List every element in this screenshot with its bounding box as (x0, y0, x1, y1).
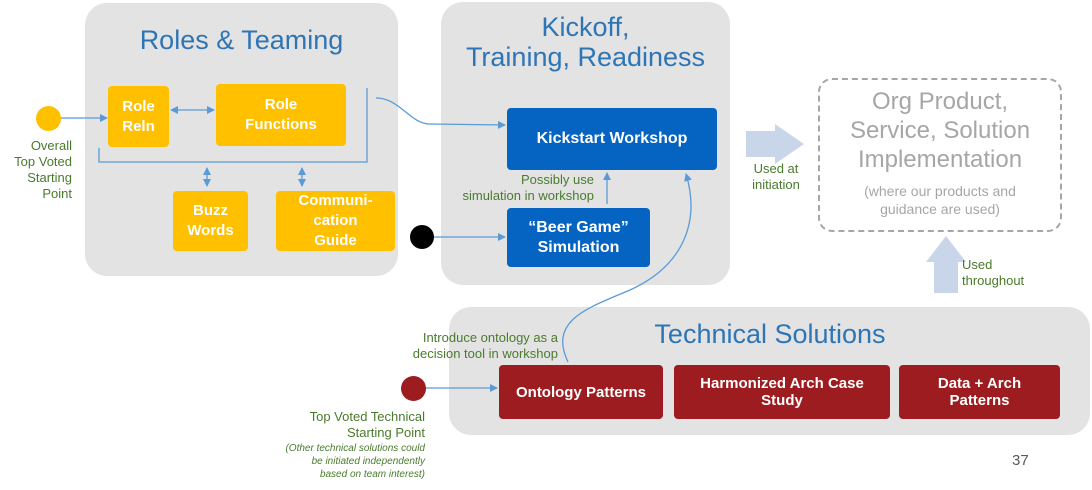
role-reln-line2: Reln (122, 117, 155, 135)
overall-line1: Overall (30, 138, 72, 153)
comm-guide-line3: Guide (314, 232, 357, 249)
role-functions-line1: Role (264, 96, 298, 113)
possibly-line1: Possibly use (521, 172, 594, 187)
big-arrow-up (926, 236, 966, 293)
communication-guide-box: Communi- cation Guide (276, 191, 395, 251)
data-arch-line1: Data + Arch (937, 375, 1022, 392)
overall-start-dot (36, 106, 61, 131)
used-initiation-note: Used at initiation (741, 161, 811, 193)
data-arch-line2: Patterns (949, 392, 1010, 409)
introduce-line2: decision tool in workshop (412, 346, 558, 361)
other-tech-note: (Other technical solutions could be init… (240, 442, 425, 481)
data-arch-patterns-box: Data + Arch Patterns (899, 365, 1060, 419)
used-initiation-line2: initiation (752, 177, 800, 192)
org-implementation-box: Org Product, Service, Solution Implement… (818, 78, 1062, 232)
top-tech-line2: Starting Point (346, 425, 425, 440)
kickoff-title-line1: Kickoff, (541, 12, 630, 42)
used-throughout-line2: throughout (962, 273, 1025, 288)
possibly-note: Possibly use simulation in workshop (446, 172, 594, 204)
beer-game-line1: “Beer Game” (528, 218, 629, 236)
top-tech-note: Top Voted Technical Starting Point (262, 409, 425, 441)
other-tech-line2: be initiated independently (311, 456, 425, 467)
overall-line2: Top Voted (14, 154, 72, 169)
kickoff-title-line2: Training, Readiness (465, 42, 706, 72)
role-reln-box: Role Reln (108, 86, 169, 147)
org-sub1: (where our products and (864, 183, 1016, 199)
kickstart-workshop-box: Kickstart Workshop (507, 108, 717, 170)
introduce-ontology-note: Introduce ontology as a decision tool in… (392, 330, 558, 362)
connector-ontology-to-kickstart (562, 173, 692, 363)
org-sub2: guidance are used) (880, 201, 1000, 217)
connector-roles-bracket (98, 88, 368, 163)
org-line1: Org Product, (871, 88, 1009, 115)
overall-line4: Point (42, 186, 72, 201)
possibly-line2: simulation in workshop (462, 188, 594, 203)
big-arrow-right (746, 124, 804, 164)
harmonized-line2: Study (761, 392, 803, 409)
technical-solutions-title: Technical Solutions (654, 319, 886, 349)
page-number: 37 (1012, 452, 1029, 469)
connector-roles-to-kickstart (375, 97, 506, 129)
used-throughout-note: Used throughout (962, 257, 1042, 289)
other-tech-line1: (Other technical solutions could (285, 443, 425, 454)
buzz-words-line2: Words (187, 222, 234, 239)
harmonized-arch-box: Harmonized Arch Case Study (674, 365, 890, 419)
comm-guide-line2: cation (313, 212, 358, 229)
introduce-line1: Introduce ontology as a (422, 330, 558, 345)
kickoff-title: Kickoff, Training, Readiness (441, 12, 730, 72)
beer-game-start-dot (410, 225, 434, 249)
role-reln-line1: Role (122, 97, 155, 115)
comm-guide-line1: Communi- (298, 192, 373, 209)
buzz-words-box: Buzz Words (173, 191, 248, 251)
overall-start-note: Overall Top Voted Starting Point (2, 138, 72, 202)
beer-game-box: “Beer Game” Simulation (507, 208, 650, 267)
org-line3: Implementation (857, 146, 1023, 173)
harmonized-line1: Harmonized Arch Case (700, 375, 864, 392)
role-functions-box: Role Functions (216, 84, 346, 146)
used-throughout-line1: Used (962, 257, 993, 272)
kickstart-workshop-label: Kickstart Workshop (536, 130, 688, 147)
ontology-patterns-label: Ontology Patterns (515, 383, 646, 401)
beer-game-line2: Simulation (537, 238, 620, 256)
overall-line3: Starting (27, 170, 72, 185)
role-functions-line2: Functions (245, 116, 317, 133)
roles-teaming-title: Roles & Teaming (139, 25, 344, 55)
used-initiation-line1: Used at (753, 161, 799, 176)
technical-start-dot (401, 376, 426, 401)
other-tech-line3: based on team interest) (319, 469, 425, 480)
ontology-patterns-box: Ontology Patterns (499, 365, 663, 419)
org-line2: Service, Solution (849, 117, 1031, 144)
buzz-words-line1: Buzz (193, 202, 228, 219)
top-tech-line1: Top Voted Technical (309, 409, 425, 424)
